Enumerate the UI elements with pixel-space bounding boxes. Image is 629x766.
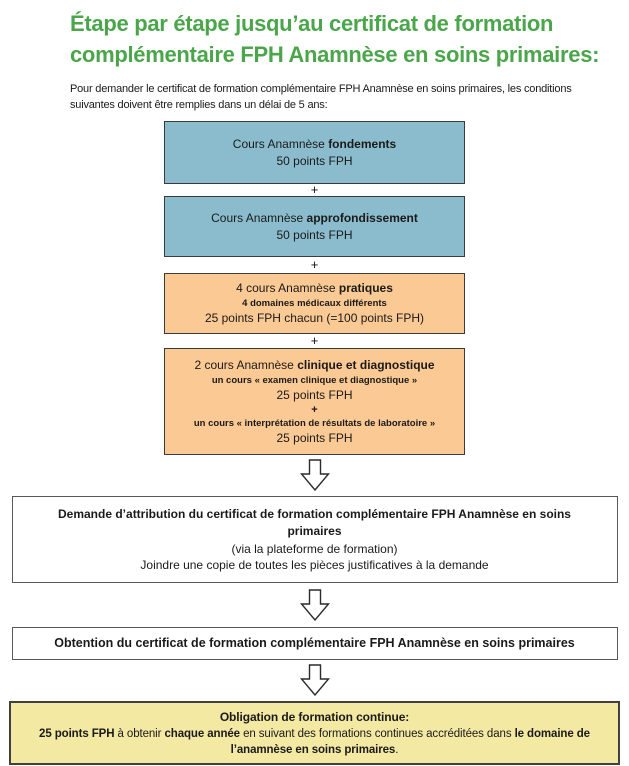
page-title: Étape par étape jusqu’au certificat de f…: [70, 8, 615, 70]
application-box: Demande d’attribution du certificat de f…: [11, 496, 618, 583]
plus-separator-1: +: [310, 182, 319, 197]
intro-line1: Pour demander le certificat de formation…: [70, 83, 572, 95]
course-clinique-part1-points: 25 points FPH: [276, 387, 353, 402]
flow-arrow-1: [299, 459, 330, 491]
application-box-attachments: Joindre une copie de toutes les pièces j…: [140, 558, 489, 572]
down-arrow-icon: [299, 459, 330, 491]
course-fondements-points: 50 points FPH: [276, 153, 353, 168]
course-clinique-title: 2 cours Anamnèse clinique et diagnostiqu…: [194, 357, 434, 374]
continuing-education-seg1: 25 points FPH: [39, 727, 115, 740]
continuing-education-title: Obligation de formation continue:: [219, 709, 410, 724]
intro-text: Pour demander le certificat de formation…: [70, 81, 626, 113]
intro-line2: suivantes doivent être remplies dans un …: [70, 99, 328, 111]
flow-arrow-3: [299, 664, 330, 696]
course-fondements-title-regular: Cours Anamnèse: [232, 136, 329, 151]
course-approfondissement-title: Cours Anamnèse approfondissement: [211, 210, 418, 227]
course-clinique-title-bold: clinique et diagnostique: [297, 357, 435, 372]
course-clinique-part2-label: un cours « interprétation de résultats d…: [193, 417, 436, 429]
course-fondements-title: Cours Anamnèse fondements: [233, 136, 396, 153]
flowchart-stack: Cours Anamnèse fondements 50 points FPH …: [0, 121, 629, 765]
course-pratiques-title-bold: pratiques: [338, 281, 393, 295]
course-clinique-inner-plus: +: [311, 403, 318, 416]
down-arrow-icon: [299, 664, 330, 696]
continuing-education-seg2: à obtenir: [114, 727, 165, 740]
certificate-box-title: Obtention du certificat de formation com…: [54, 636, 575, 651]
page-title-line1: Étape par étape jusqu’au certificat de f…: [70, 11, 554, 36]
course-pratiques-title: 4 cours Anamnèse pratiques: [236, 280, 393, 297]
course-box-clinique: 2 cours Anamnèse clinique et diagnostiqu…: [164, 348, 465, 455]
down-arrow-icon: [299, 589, 330, 621]
application-box-title-line2: primaires: [287, 524, 342, 538]
plus-separator-3: +: [310, 333, 319, 348]
course-approfondissement-title-regular: Cours Anamnèse: [211, 210, 307, 225]
continuing-education-seg4: en suivant des formations continues accr…: [239, 727, 515, 740]
flow-arrow-2: [299, 589, 330, 621]
course-box-approfondissement: Cours Anamnèse approfondissement 50 poin…: [164, 196, 465, 257]
application-box-title-line1: Demande d’attribution du certificat de f…: [58, 506, 571, 521]
course-box-fondements: Cours Anamnèse fondements 50 points FPH: [164, 121, 465, 184]
continuing-education-text: 25 points FPH à obtenir chaque année en …: [16, 726, 613, 758]
course-box-pratiques: 4 cours Anamnèse pratiques 4 domaines mé…: [164, 273, 465, 334]
continuing-education-seg5: le domaine de l’anamnèse en soins primai…: [230, 727, 590, 756]
course-pratiques-points: 25 points FPH chacun (=100 points FPH): [204, 311, 425, 325]
continuing-education-seg3: chaque année: [164, 727, 240, 740]
course-clinique-title-regular: 2 cours Anamnèse: [194, 357, 298, 372]
application-box-title: Demande d’attribution du certificat de f…: [58, 506, 571, 541]
application-box-platform: (via la plateforme de formation): [231, 541, 398, 556]
continuing-education-seg6: .: [395, 743, 399, 756]
course-clinique-part1-label: un cours « examen clinique et diagnostiq…: [211, 374, 418, 386]
certificate-box: Obtention du certificat de formation com…: [11, 627, 618, 660]
course-approfondissement-title-bold: approfondissement: [306, 210, 418, 225]
continuing-education-box: Obligation de formation continue: 25 poi…: [9, 701, 620, 765]
course-pratiques-title-regular: 4 cours Anamnèse: [236, 281, 339, 295]
course-pratiques-subtitle: 4 domaines médicaux différents: [242, 298, 387, 309]
course-clinique-part2-points: 25 points FPH: [276, 430, 353, 445]
course-approfondissement-points: 50 points FPH: [276, 227, 353, 242]
page-title-line2: complémentaire FPH Anamnèse en soins pri…: [70, 42, 600, 67]
course-fondements-title-bold: fondements: [328, 136, 397, 151]
plus-separator-2: +: [310, 257, 319, 272]
